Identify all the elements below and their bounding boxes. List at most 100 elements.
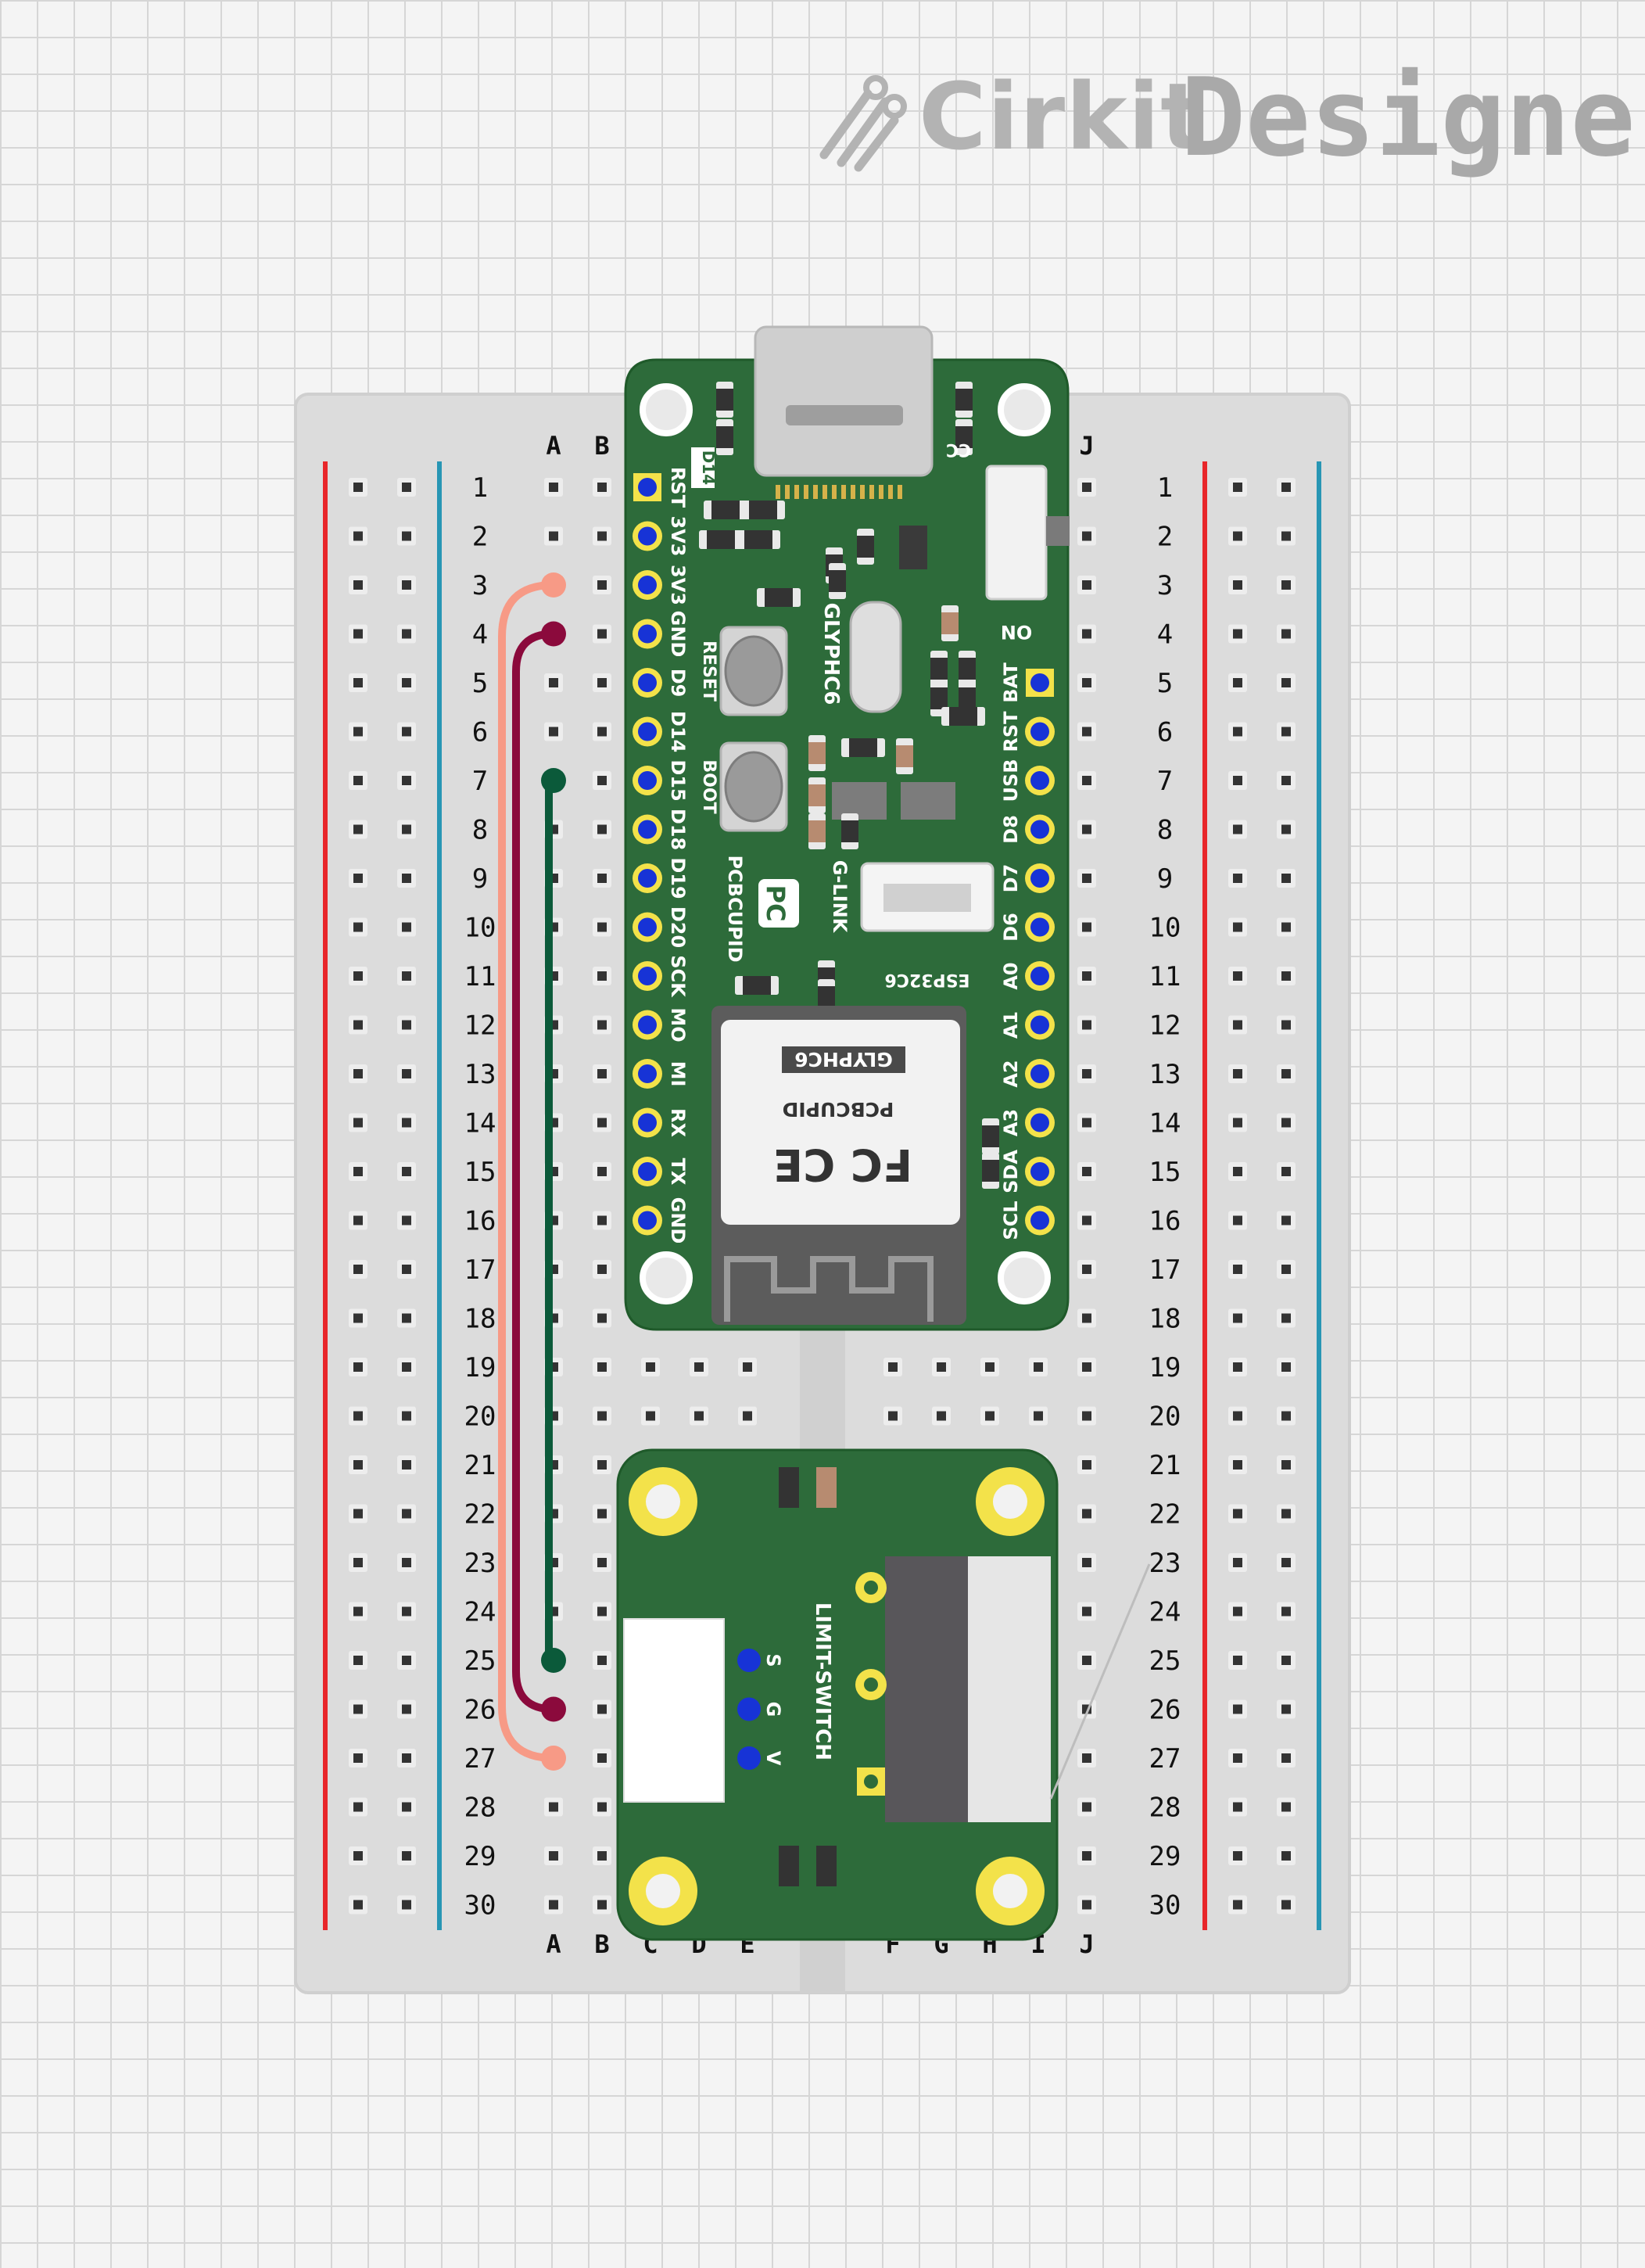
- rail-hole[interactable]: [349, 1064, 367, 1083]
- breadboard-hole[interactable]: [1077, 1749, 1096, 1767]
- rail-hole[interactable]: [397, 1699, 416, 1719]
- rail-hole[interactable]: [1228, 1651, 1247, 1670]
- rail-hole[interactable]: [1277, 1846, 1296, 1865]
- mcu-pin[interactable]: [1025, 766, 1055, 795]
- breadboard-hole[interactable]: [544, 478, 563, 497]
- mcu-pin[interactable]: [633, 1059, 662, 1089]
- rail-hole[interactable]: [1228, 967, 1247, 985]
- rail-hole[interactable]: [1228, 1358, 1247, 1376]
- breadboard-hole[interactable]: [593, 1260, 611, 1279]
- rail-hole[interactable]: [349, 526, 367, 546]
- rail-hole[interactable]: [1277, 526, 1296, 546]
- mcu-pin[interactable]: [633, 619, 662, 649]
- breadboard-hole[interactable]: [1029, 1406, 1048, 1426]
- wire-end[interactable]: [541, 768, 566, 793]
- mcu-pin[interactable]: [1025, 912, 1055, 942]
- rail-hole[interactable]: [349, 820, 367, 839]
- breadboard-hole[interactable]: [593, 1553, 611, 1572]
- breadboard-hole[interactable]: [1077, 967, 1096, 985]
- rail-hole[interactable]: [1277, 820, 1296, 839]
- rail-hole[interactable]: [397, 1260, 416, 1279]
- rail-hole[interactable]: [1277, 1162, 1296, 1181]
- rail-hole[interactable]: [1277, 869, 1296, 888]
- switch-pin[interactable]: [737, 1746, 761, 1770]
- breadboard-hole[interactable]: [1077, 1308, 1096, 1328]
- rail-hole[interactable]: [349, 576, 367, 594]
- rail-hole[interactable]: [1277, 1455, 1296, 1474]
- breadboard-hole[interactable]: [1077, 1455, 1096, 1474]
- breadboard-hole[interactable]: [1077, 869, 1096, 888]
- breadboard-hole[interactable]: [1077, 722, 1096, 741]
- breadboard-hole[interactable]: [593, 1504, 611, 1523]
- reset-button[interactable]: [719, 626, 788, 716]
- breadboard-hole[interactable]: [593, 1064, 611, 1083]
- wire[interactable]: [512, 630, 557, 1714]
- rail-hole[interactable]: [1228, 917, 1247, 937]
- breadboard-hole[interactable]: [593, 624, 611, 644]
- rail-hole[interactable]: [1228, 869, 1247, 888]
- breadboard-hole[interactable]: [544, 1846, 563, 1865]
- rail-hole[interactable]: [397, 1895, 416, 1915]
- rail-hole[interactable]: [1228, 1260, 1247, 1279]
- breadboard-hole[interactable]: [593, 1846, 611, 1865]
- rail-hole[interactable]: [349, 771, 367, 790]
- rail-hole[interactable]: [349, 1358, 367, 1376]
- wire[interactable]: [498, 581, 557, 1762]
- mcu-pin[interactable]: [633, 961, 662, 991]
- rail-hole[interactable]: [349, 478, 367, 497]
- breadboard-hole[interactable]: [1077, 478, 1096, 497]
- mcu-pin[interactable]: [633, 1157, 662, 1186]
- rail-hole[interactable]: [397, 526, 416, 546]
- breadboard-hole[interactable]: [932, 1358, 951, 1376]
- breadboard-hole[interactable]: [1077, 1211, 1096, 1230]
- breadboard-hole[interactable]: [593, 1162, 611, 1181]
- breadboard-hole[interactable]: [1077, 1162, 1096, 1181]
- breadboard-hole[interactable]: [1077, 673, 1096, 692]
- rail-hole[interactable]: [397, 576, 416, 594]
- rail-hole[interactable]: [397, 1162, 416, 1181]
- rail-hole[interactable]: [397, 624, 416, 644]
- rail-hole[interactable]: [1277, 967, 1296, 985]
- rail-hole[interactable]: [397, 917, 416, 937]
- switch-pin[interactable]: [737, 1697, 761, 1721]
- rail-hole[interactable]: [1228, 771, 1247, 790]
- rail-hole[interactable]: [1277, 1602, 1296, 1621]
- breadboard-hole[interactable]: [593, 1699, 611, 1719]
- breadboard-hole[interactable]: [1077, 1895, 1096, 1915]
- breadboard-hole[interactable]: [1077, 1504, 1096, 1523]
- breadboard-hole[interactable]: [1077, 771, 1096, 790]
- rail-hole[interactable]: [397, 820, 416, 839]
- breadboard-hole[interactable]: [1077, 1113, 1096, 1132]
- rail-hole[interactable]: [397, 771, 416, 790]
- breadboard-hole[interactable]: [544, 722, 563, 741]
- breadboard-hole[interactable]: [593, 1308, 611, 1328]
- mcu-pin[interactable]: [1025, 1059, 1055, 1089]
- breadboard-hole[interactable]: [1077, 1406, 1096, 1426]
- breadboard-hole[interactable]: [593, 1651, 611, 1670]
- boot-button[interactable]: [719, 741, 788, 832]
- rail-hole[interactable]: [1228, 1308, 1247, 1328]
- rail-hole[interactable]: [349, 1113, 367, 1132]
- rail-hole[interactable]: [1277, 1358, 1296, 1376]
- mcu-pin[interactable]: [633, 1205, 662, 1236]
- rail-hole[interactable]: [349, 1260, 367, 1279]
- mcu-pin[interactable]: [633, 1107, 662, 1138]
- breadboard-hole[interactable]: [1077, 820, 1096, 839]
- rail-hole[interactable]: [1277, 1749, 1296, 1767]
- rail-hole[interactable]: [397, 1406, 416, 1426]
- rail-hole[interactable]: [1277, 624, 1296, 644]
- wire-end[interactable]: [541, 1746, 566, 1771]
- rail-hole[interactable]: [1277, 771, 1296, 790]
- breadboard-hole[interactable]: [593, 1015, 611, 1035]
- breadboard-hole[interactable]: [544, 1797, 563, 1817]
- rail-hole[interactable]: [1228, 1553, 1247, 1572]
- breadboard-hole[interactable]: [593, 1602, 611, 1621]
- rail-hole[interactable]: [397, 722, 416, 741]
- breadboard-hole[interactable]: [593, 478, 611, 497]
- rail-hole[interactable]: [1277, 1553, 1296, 1572]
- mcu-pin[interactable]: [633, 912, 662, 942]
- mcu-pin[interactable]: [633, 814, 662, 845]
- breadboard-hole[interactable]: [1077, 1602, 1096, 1621]
- rail-hole[interactable]: [1228, 1406, 1247, 1426]
- breadboard-hole[interactable]: [593, 526, 611, 546]
